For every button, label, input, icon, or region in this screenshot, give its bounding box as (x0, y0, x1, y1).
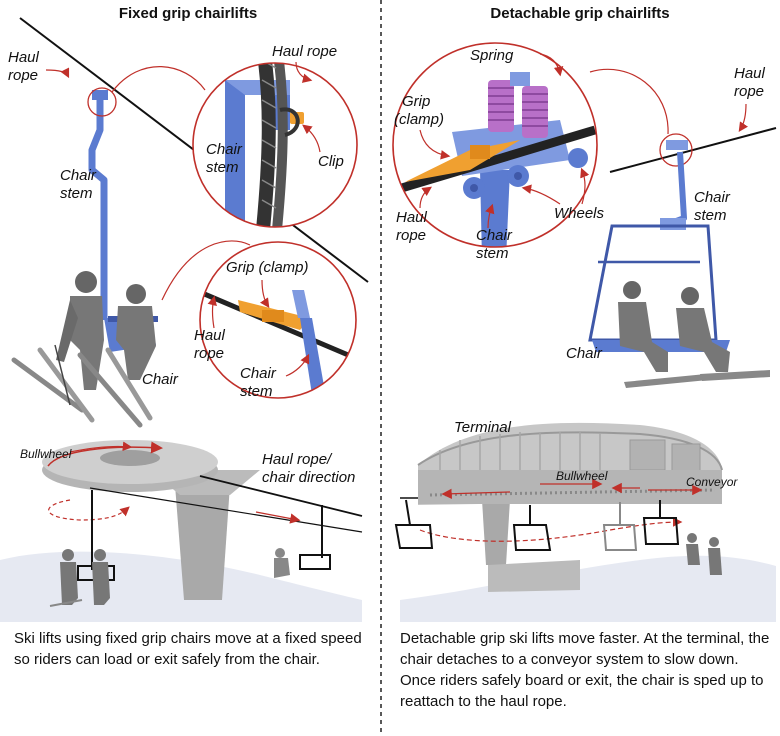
fixed-chair-stem-label-2: stem (60, 185, 93, 202)
detachable-caption: Detachable grip ski lifts move faster. A… (400, 630, 770, 710)
detachable-zoom-stem-label-2: stem (476, 245, 509, 262)
detachable-chair-stem-label-2: stem (694, 207, 727, 224)
fixed-grip-rope-arrow (207, 295, 217, 329)
fixed-zoom-clip-label: Clip (318, 153, 344, 170)
detachable-wheels-label: Wheels (554, 205, 605, 222)
detachable-grip-arrow (419, 129, 451, 160)
fixed-direction-label-1: Haul rope/ (262, 451, 333, 468)
fixed-chair-with-riders (11, 271, 158, 428)
detachable-grip-label-2: (clamp) (394, 111, 444, 128)
fixed-zoom-rope-label: Haul rope (272, 43, 337, 60)
detachable-haul-rope-label-2: rope (734, 83, 764, 100)
fixed-zoom-stem-label-2: stem (206, 159, 239, 176)
detachable-chair-with-riders (588, 140, 770, 388)
fixed-haul-rope-label-2: rope (8, 67, 38, 84)
detachable-zoom-rope-label-1: Haul (396, 209, 428, 226)
detachable-chair-stem-label-1: Chair (694, 189, 731, 206)
fixed-bullwheel-scene (0, 440, 363, 622)
fixed-chair-stem (88, 90, 108, 320)
detachable-bullwheel-label: Bullwheel (556, 469, 608, 483)
fixed-zoom-clip-arrow (302, 124, 321, 153)
detachable-zoom-stem-label-1: Chair (476, 227, 513, 244)
fixed-grip-label: Grip (clamp) (226, 259, 309, 276)
fixed-grip-arrow (260, 279, 270, 308)
fixed-panel-title: Fixed grip chairlifts (119, 5, 257, 22)
fixed-grip-stem-arrow (285, 353, 310, 377)
fixed-caption: Ski lifts using fixed grip chairs move a… (14, 630, 362, 668)
fixed-grip-rope-label-1: Haul (194, 327, 226, 344)
detachable-callout-line (589, 68, 669, 135)
fixed-grip-stem-label-1: Chair (240, 365, 277, 382)
detachable-terminal-scene (394, 422, 776, 622)
detachable-spring-label: Spring (470, 47, 514, 64)
fixed-zoom-stem-label-1: Chair (206, 141, 243, 158)
detachable-zoom-stem-arrow (485, 203, 495, 229)
detachable-wheels-arrow-1 (521, 184, 561, 205)
detachable-grip-highlight-circle (659, 133, 693, 167)
fixed-grip-highlight-circle (87, 87, 117, 117)
detachable-chair-label: Chair (566, 345, 603, 362)
fixed-zoom-clip (192, 62, 358, 228)
detachable-grip-label-1: Grip (402, 93, 430, 110)
fixed-direction-label-2: chair direction (262, 469, 355, 486)
fixed-zoom-rope-arrow (295, 61, 313, 83)
fixed-grip-rope-label-2: rope (194, 345, 224, 362)
fixed-grip-stem-label-2: stem (240, 383, 273, 400)
fixed-chair-label: Chair (142, 371, 179, 388)
detachable-spring-arrow (539, 53, 564, 77)
fixed-chair-stem-label-1: Chair (60, 167, 97, 184)
detachable-conveyor-label: Conveyor (686, 475, 738, 489)
fixed-haul-rope-arrow (45, 67, 70, 79)
fixed-haul-rope-label-1: Haul (8, 49, 40, 66)
fixed-bullwheel-label: Bullwheel (20, 447, 72, 461)
detachable-haul-rope-label-1: Haul (734, 65, 766, 82)
detachable-wheels-arrow-2 (580, 167, 590, 205)
detachable-terminal-label: Terminal (454, 419, 512, 436)
detachable-zoom-rope-arrow (419, 186, 432, 209)
detachable-panel-title: Detachable grip chairlifts (490, 5, 669, 22)
detachable-zoom-rope-label-2: rope (396, 227, 426, 244)
fixed-callout-line (111, 66, 206, 93)
detachable-haul-rope (609, 127, 777, 173)
detachable-haul-rope-arrow (738, 103, 748, 132)
fixed-grip-callout-line (161, 240, 251, 301)
